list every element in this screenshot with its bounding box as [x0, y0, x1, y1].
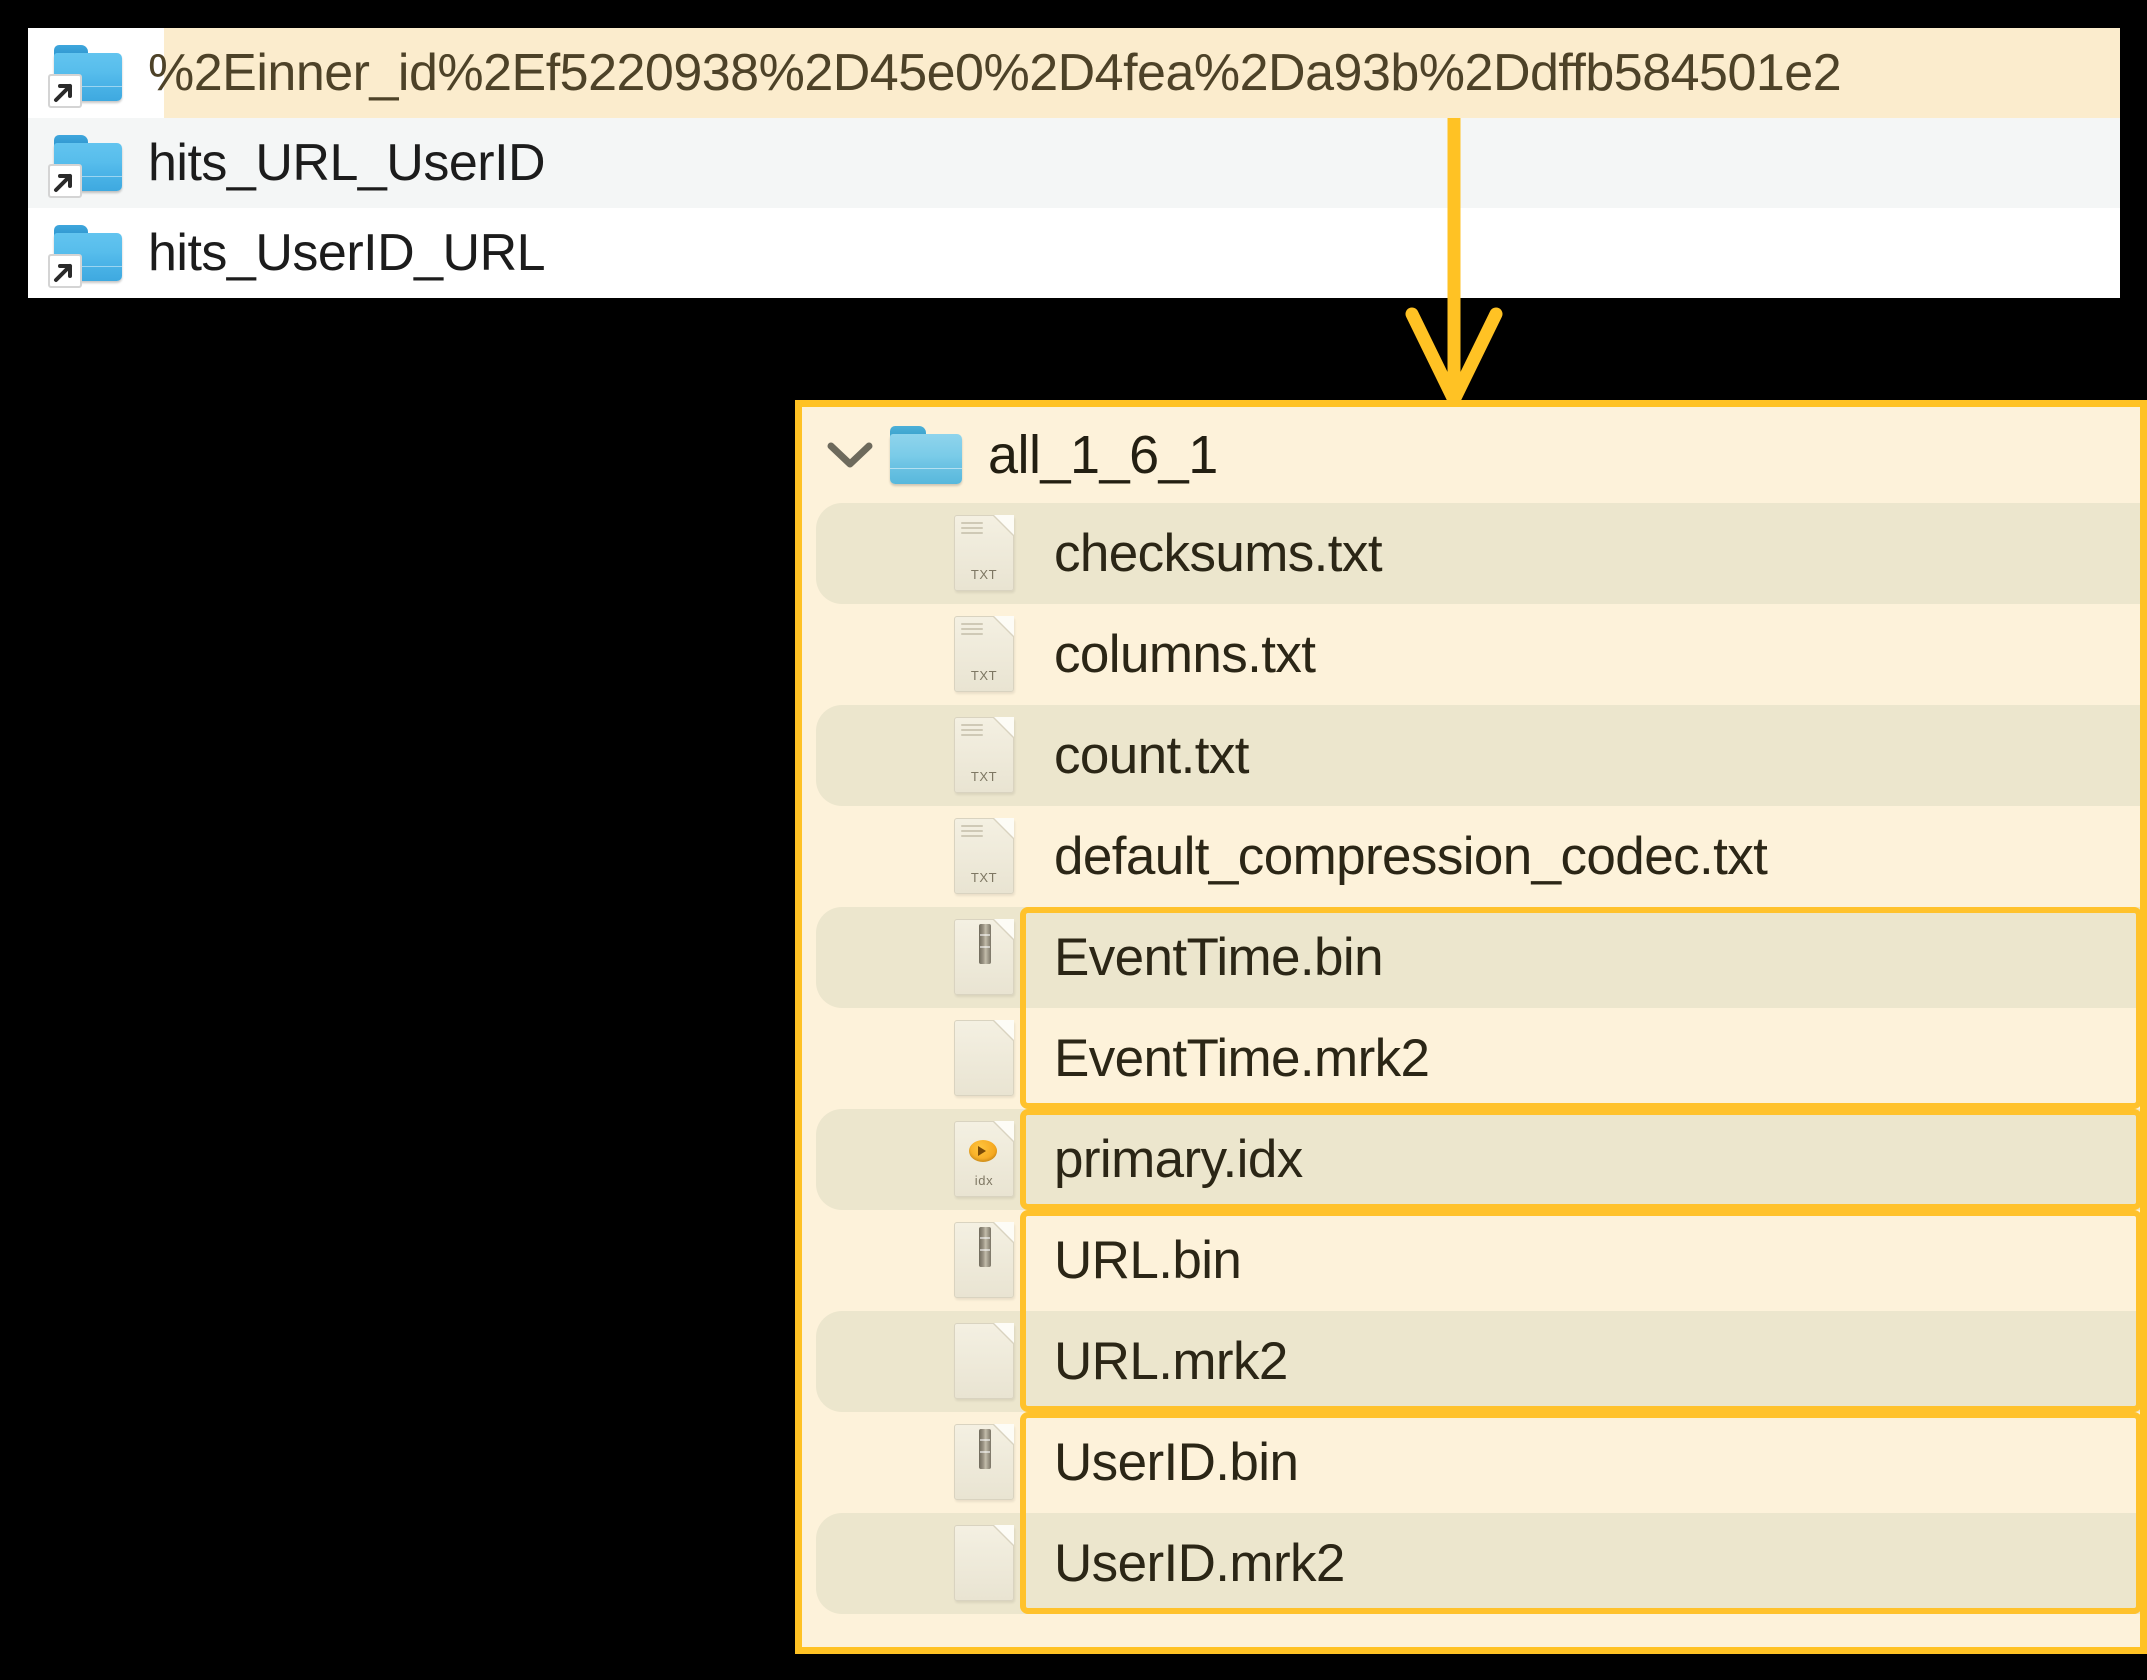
folder-name: hits_URL_UserID — [148, 134, 546, 192]
folder-symlink-icon — [48, 42, 126, 108]
symlink-folder-list: %2Einner_id%2Ef5220938%2D45e0%2D4fea%2Da… — [28, 28, 2120, 298]
down-arrow-annotation — [1396, 111, 1516, 413]
file-name: checksums.txt — [1054, 524, 1383, 583]
symlink-arrow-badge — [48, 164, 82, 198]
file-type-tag: TXT — [970, 667, 998, 683]
blank-file-icon — [954, 1019, 1018, 1098]
file-type-tag: TXT — [970, 566, 998, 582]
folder-name: hits_UserID_URL — [148, 224, 546, 282]
file-row[interactable]: TXT count.txt — [802, 705, 2140, 806]
file-name: EventTime.mrk2 — [1054, 1029, 1430, 1088]
txt-file-icon: TXT — [954, 514, 1018, 593]
blank-file-icon — [954, 1322, 1018, 1401]
chevron-down-icon[interactable] — [826, 440, 874, 470]
file-row[interactable]: UserID.bin — [802, 1412, 2140, 1513]
blank-file-icon — [954, 1524, 1018, 1603]
file-row[interactable]: TXT checksums.txt — [802, 503, 2140, 604]
folder-symlink-icon — [48, 132, 126, 198]
file-row[interactable]: URL.mrk2 — [802, 1311, 2140, 1412]
symlink-arrow-badge — [48, 74, 82, 108]
file-row[interactable]: TXT columns.txt — [802, 604, 2140, 705]
file-name: URL.mrk2 — [1054, 1332, 1288, 1391]
directory-detail-panel: all_1_6_1 TXT checksums.txt TXT columns.… — [795, 400, 2147, 1654]
file-name: URL.bin — [1054, 1231, 1242, 1290]
file-row[interactable]: UserID.mrk2 — [802, 1513, 2140, 1614]
file-row[interactable]: EventTime.mrk2 — [802, 1008, 2140, 1109]
file-name: UserID.bin — [1054, 1433, 1299, 1492]
bin-file-icon — [954, 918, 1018, 997]
list-item[interactable]: hits_UserID_URL — [28, 208, 2120, 298]
bin-file-icon — [954, 1221, 1018, 1300]
idx-file-icon: idx — [954, 1120, 1018, 1199]
row-highlight — [164, 28, 2120, 118]
file-name: default_compression_codec.txt — [1054, 827, 1768, 886]
file-row[interactable]: EventTime.bin — [802, 907, 2140, 1008]
file-name: EventTime.bin — [1054, 928, 1384, 987]
list-item[interactable]: %2Einner_id%2Ef5220938%2D45e0%2D4fea%2Da… — [28, 28, 2120, 118]
directory-name: all_1_6_1 — [988, 425, 1218, 485]
folder-symlink-icon — [48, 222, 126, 288]
file-row[interactable]: TXT default_compression_codec.txt — [802, 806, 2140, 907]
file-name: UserID.mrk2 — [1054, 1534, 1345, 1593]
txt-file-icon: TXT — [954, 817, 1018, 896]
file-row[interactable]: idx primary.idx — [802, 1109, 2140, 1210]
file-type-tag: TXT — [970, 869, 998, 885]
directory-row[interactable]: all_1_6_1 — [802, 407, 2140, 503]
file-row[interactable]: URL.bin — [802, 1210, 2140, 1311]
list-item[interactable]: hits_URL_UserID — [28, 118, 2120, 208]
file-type-tag: TXT — [970, 768, 998, 784]
txt-file-icon: TXT — [954, 716, 1018, 795]
bin-file-icon — [954, 1423, 1018, 1502]
file-name: columns.txt — [1054, 625, 1316, 684]
file-name: primary.idx — [1054, 1130, 1303, 1189]
file-type-tag: idx — [974, 1172, 994, 1188]
txt-file-icon: TXT — [954, 615, 1018, 694]
folder-icon — [888, 424, 966, 486]
symlink-arrow-badge — [48, 254, 82, 288]
folder-name: %2Einner_id%2Ef5220938%2D45e0%2D4fea%2Da… — [148, 44, 1842, 102]
file-name: count.txt — [1054, 726, 1250, 785]
